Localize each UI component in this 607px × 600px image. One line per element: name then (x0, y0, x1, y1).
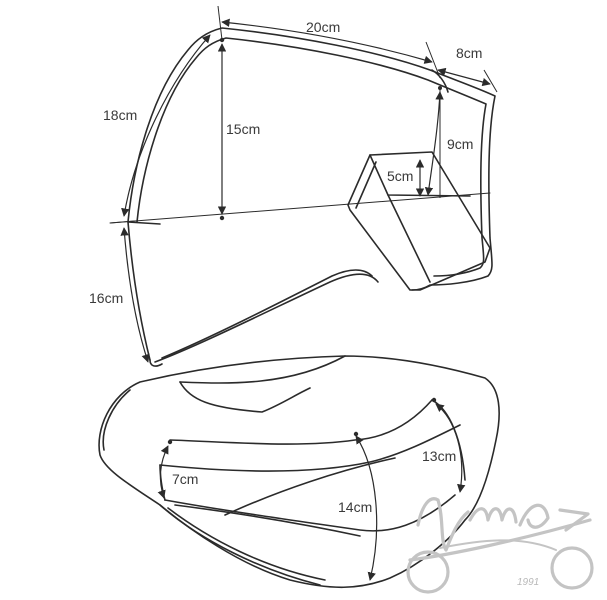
top-cover-reference-line (109, 192, 491, 224)
arrow-8cm (437, 67, 491, 87)
seat-front-block-lower (159, 424, 461, 472)
dot-15cm-top (219, 37, 225, 43)
arrow-7cm (157, 445, 169, 499)
logo-script-m (468, 507, 518, 524)
arrow-16cm (120, 227, 150, 363)
label-18cm: 18cm (103, 107, 138, 123)
guide-20cm-left (217, 5, 223, 41)
arrow-9cm (424, 91, 444, 196)
arrow-13cm (435, 403, 466, 493)
seat-front-block (169, 399, 433, 445)
logo-swoosh-tail (558, 508, 590, 532)
dot-13cm-top (431, 397, 437, 403)
seat-front-band (102, 389, 131, 451)
dot-9cm-top (438, 86, 442, 90)
bottom-dimension-arrows (157, 403, 466, 581)
seat-rear-edge (431, 399, 466, 481)
logo-swoosh (408, 518, 592, 562)
bottom-dimension-dots (167, 397, 437, 445)
top-cover-step-crease2 (387, 194, 431, 283)
top-cover-base (149, 359, 163, 367)
label-14cm: 14cm (338, 499, 373, 515)
seat-outer (98, 355, 500, 589)
arrow-20cm (221, 18, 433, 64)
top-cover-step-front (347, 151, 491, 291)
bottom-seat (98, 355, 500, 589)
label-5cm: 5cm (387, 168, 414, 184)
label-13cm: 13cm (422, 448, 457, 464)
guide-8cm-right (483, 69, 498, 93)
logo-frame (439, 539, 557, 551)
label-15cm: 15cm (226, 121, 261, 137)
guide-left-ref (109, 220, 136, 224)
label-9cm: 9cm (447, 136, 474, 152)
seat-base-inner (167, 507, 326, 581)
label-8cm: 8cm (456, 45, 483, 61)
seat-base (159, 504, 321, 586)
dot-7cm-top (167, 439, 173, 445)
dot-14cm-top (353, 431, 359, 437)
top-dimension-dots (219, 37, 442, 221)
label-20cm: 20cm (306, 19, 341, 35)
top-cover-left-notch (127, 221, 161, 225)
logo-script-w (416, 497, 470, 552)
seat-lower-panel-inner (174, 504, 361, 537)
top-dimension-arrows (120, 18, 491, 363)
brand-logo (406, 497, 594, 594)
top-cover-step-inner (355, 161, 377, 209)
top-cover-tongue (154, 273, 379, 363)
seat-top-panel (179, 355, 346, 384)
arrow-18cm (121, 34, 211, 217)
arrow-14cm (355, 435, 378, 581)
seat-top-notch (179, 381, 311, 413)
logo-wheel-right (550, 546, 594, 590)
logo-wheel-left (406, 550, 450, 594)
top-cover-tongue-inner (161, 269, 373, 359)
dot-15cm-bottom (219, 215, 225, 221)
guide-20cm-right (425, 41, 441, 79)
logo-year: 1991 (517, 577, 540, 588)
label-7cm: 7cm (172, 471, 199, 487)
logo-script-a (518, 503, 550, 529)
top-seat-cover (109, 27, 496, 367)
label-16cm: 16cm (89, 290, 124, 306)
